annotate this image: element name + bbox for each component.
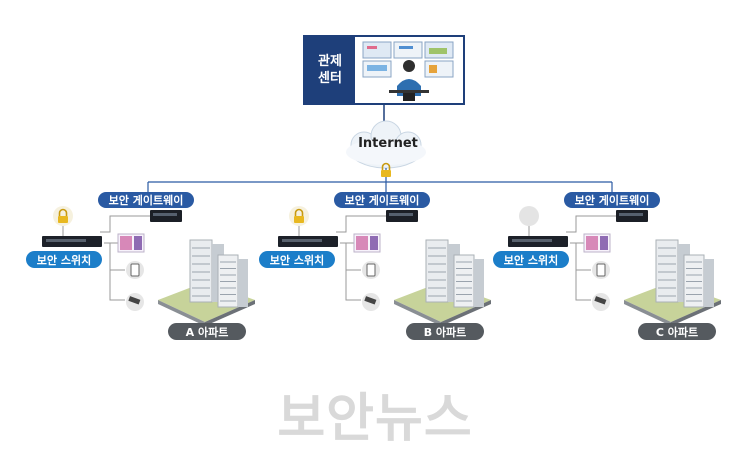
gateway-label-a: 보안 게이트웨이 [98,192,194,208]
wall-pad-icon [353,233,381,253]
apartment-label-a: A 아파트 [168,323,246,340]
watermark: 보안뉴스 [277,388,473,449]
cloud-icon [346,120,426,169]
lock-icon [519,206,539,226]
security-gateway-device [150,210,182,222]
network-switch-icon [278,236,338,247]
cctv-camera-icon [592,293,610,311]
apartment-building-icon [624,239,721,326]
network-switch-icon [42,236,102,247]
lock-icon [381,162,391,177]
wall-pad-icon [117,233,145,253]
door-lock-icon [362,261,380,279]
gateway-label-b: 보안 게이트웨이 [334,192,430,208]
network-switch-icon [508,236,568,247]
control-center: 관제 센터 [303,35,465,105]
internet-label: Internet [358,136,418,151]
lock-icon [289,206,309,226]
switch-label-a: 보안 스위치 [26,251,102,268]
security-gateway-device [386,210,418,222]
switch-label-c: 보안 스위치 [493,251,569,268]
apartment-label-c: C 아파트 [638,323,716,340]
control-center-label: 관제 센터 [305,37,355,103]
lock-icon [53,206,73,226]
gateway-label-c: 보안 게이트웨이 [564,192,660,208]
site-connection-lines [62,215,150,301]
apartment-building-icon [394,239,491,326]
switch-label-b: 보안 스위치 [259,251,335,268]
cctv-camera-icon [126,293,144,311]
site-b [278,206,491,326]
site-connection-lines [298,215,386,301]
door-lock-icon [592,261,610,279]
site-c [508,206,721,326]
wall-pad-icon [583,233,611,253]
apartment-building-icon [158,239,255,326]
security-gateway-device [616,210,648,222]
distribution-lines [147,168,613,193]
site-connection-lines [528,215,616,301]
monitoring-operator-icon [362,41,454,101]
cctv-camera-icon [362,293,380,311]
door-lock-icon [126,261,144,279]
apartment-label-b: B 아파트 [406,323,484,340]
site-a [42,206,255,326]
